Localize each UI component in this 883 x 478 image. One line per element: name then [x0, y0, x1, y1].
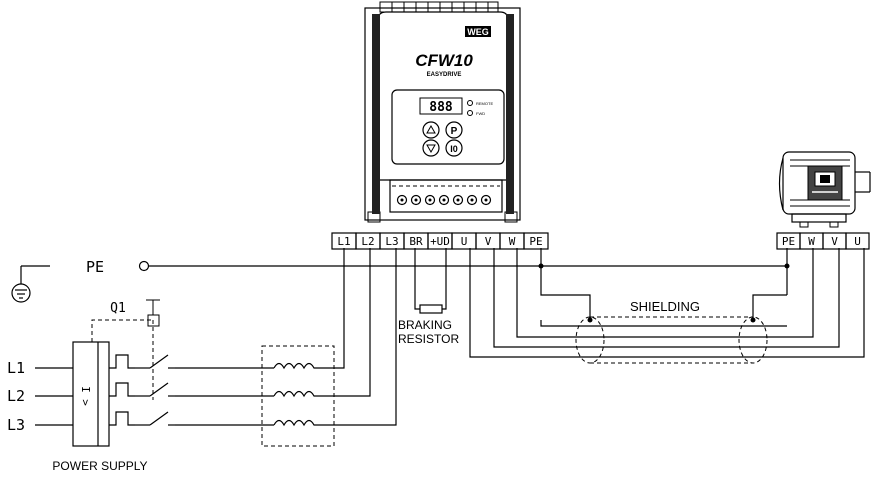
drive-terminal-label: +UD: [430, 235, 450, 248]
motor-terminal-v: V: [822, 232, 847, 250]
drive-terminal-br: BR: [403, 232, 429, 250]
phase-l3-label: L3: [7, 416, 25, 434]
key-down-icon: [422, 139, 440, 157]
choke-l2-icon: [273, 390, 328, 398]
drive-screw-terminals: [396, 194, 492, 206]
pe-label: PE: [86, 258, 104, 276]
drive-terminal-label: W: [509, 235, 516, 248]
key-program-icon: [445, 121, 463, 139]
svg-text:I0: I0: [450, 144, 458, 154]
brand-logo: WEG: [467, 27, 489, 37]
ground-connection: PE: [11, 258, 790, 303]
drive-terminal-l3: L3: [379, 232, 405, 250]
motor-terminal-w: W: [799, 232, 824, 250]
earth-icon: [11, 283, 31, 303]
product-subtitle: EASYDRIVE: [427, 72, 462, 78]
motor-cable-wires: [469, 248, 865, 358]
motor-terminal-strip: PE W V U: [776, 232, 870, 250]
motor-terminal-u: U: [845, 232, 870, 250]
model-name: CFW10: [415, 51, 473, 70]
line-reactor: [175, 345, 335, 447]
resistor-label: RESISTOR: [398, 332, 459, 346]
led-remote-icon: [467, 100, 473, 106]
led-remote-label: REMOTE: [476, 101, 493, 106]
circuit-breaker-q1: Q1 I >: [72, 299, 175, 447]
drive-terminal-strip: L1 L2 L3 BR +UD U V W PE: [331, 232, 549, 250]
cable-shield: SHIELDING: [575, 299, 768, 364]
drive-terminal-u: U: [451, 232, 477, 250]
drive-terminal-l2: L2: [355, 232, 381, 250]
frequency-inverter-drive: WEG CFW10 EASYDRIVE 888 REMOTE FWD P I0: [364, 1, 521, 223]
phase-l2-label: L2: [7, 387, 25, 405]
key-run-stop-icon: [445, 139, 463, 157]
phase-l1-label: L1: [7, 359, 25, 377]
drive-terminal-pe: PE: [523, 232, 549, 250]
led-fwd-icon: [467, 110, 473, 116]
input-wiring: [328, 248, 397, 426]
drive-terminal-label: V: [485, 235, 492, 248]
drive-terminal-label: L3: [385, 235, 398, 248]
svg-text:P: P: [451, 126, 458, 137]
motor-terminal-label: PE: [782, 235, 795, 248]
q1-label: Q1: [110, 301, 126, 316]
drive-terminal-label: U: [461, 235, 468, 248]
drive-terminal-label: L2: [361, 235, 374, 248]
resistor-icon: [419, 304, 443, 314]
motor-terminal-label: W: [808, 235, 815, 248]
shielding-label: SHIELDING: [630, 299, 700, 314]
drive-terminal-label: L1: [337, 235, 350, 248]
seven-segment-display: 888: [429, 100, 453, 115]
choke-l3-icon: [273, 419, 328, 427]
motor: [778, 151, 871, 228]
breaker-symbol-label: I >: [79, 386, 92, 406]
drive-terminal-label: PE: [529, 235, 542, 248]
motor-terminal-pe: PE: [776, 232, 801, 250]
choke-l1-icon: [273, 362, 328, 370]
top-vents: [379, 1, 499, 13]
drive-terminal-w: W: [499, 232, 525, 250]
led-fwd-label: FWD: [476, 111, 485, 116]
keypad-buttons: P I0: [422, 121, 463, 157]
drive-terminal-l1: L1: [331, 232, 357, 250]
motor-terminal-label: U: [854, 235, 861, 248]
drive-terminal-v: V: [475, 232, 501, 250]
braking-label: BRAKING: [398, 318, 452, 332]
drive-terminal-label: BR: [409, 235, 423, 248]
key-up-icon: [422, 121, 440, 139]
braking-resistor: BRAKING RESISTOR: [398, 248, 459, 346]
motor-terminal-label: V: [831, 235, 838, 248]
pe-terminal-icon: [138, 260, 150, 272]
power-supply: L1 L2 L3 POWER SUPPLY: [7, 359, 148, 473]
drive-terminal-ud: +UD: [427, 232, 453, 250]
power-supply-label: POWER SUPPLY: [52, 459, 147, 473]
